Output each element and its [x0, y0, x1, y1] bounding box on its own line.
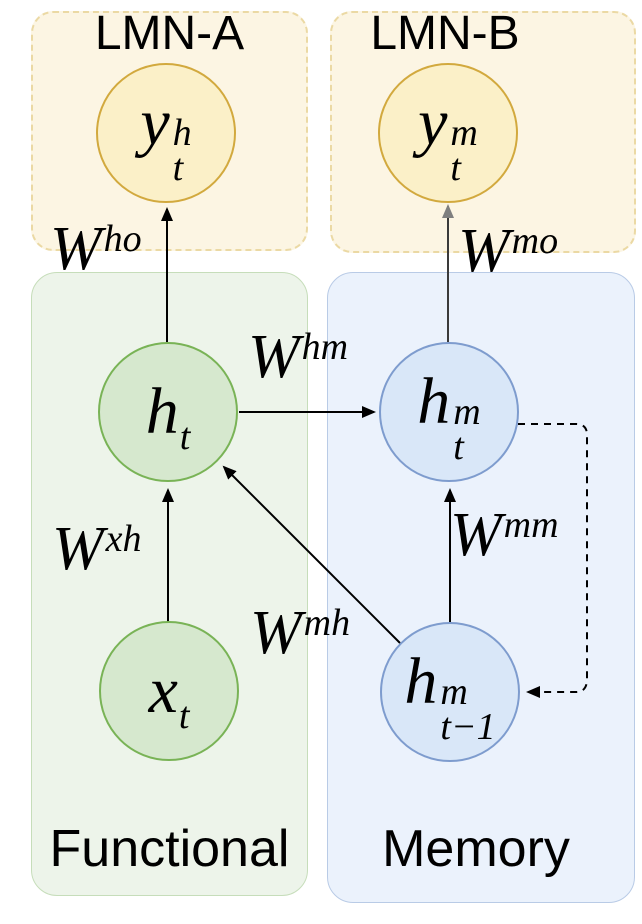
weight-label-whm: Whm — [248, 323, 349, 391]
lmn-b-label: LMN-B — [370, 7, 520, 60]
weight-label-who: Who — [50, 215, 142, 283]
node-h-t-label: ht — [145, 375, 191, 459]
node-x-t: xt — [99, 621, 239, 761]
weight-label-wxh: Wxh — [52, 515, 142, 583]
weight-label-wmh: Wmh — [250, 599, 351, 667]
functional-label: Functional — [49, 820, 290, 878]
node-h-t: ht — [98, 342, 238, 482]
weight-label-wmm: Wmm — [450, 501, 559, 569]
weight-label-wmo: Wmo — [458, 217, 559, 285]
node-x-t-label: xt — [148, 654, 190, 738]
lmn-a-label: LMN-A — [94, 7, 245, 60]
memory-label: Memory — [382, 820, 570, 878]
